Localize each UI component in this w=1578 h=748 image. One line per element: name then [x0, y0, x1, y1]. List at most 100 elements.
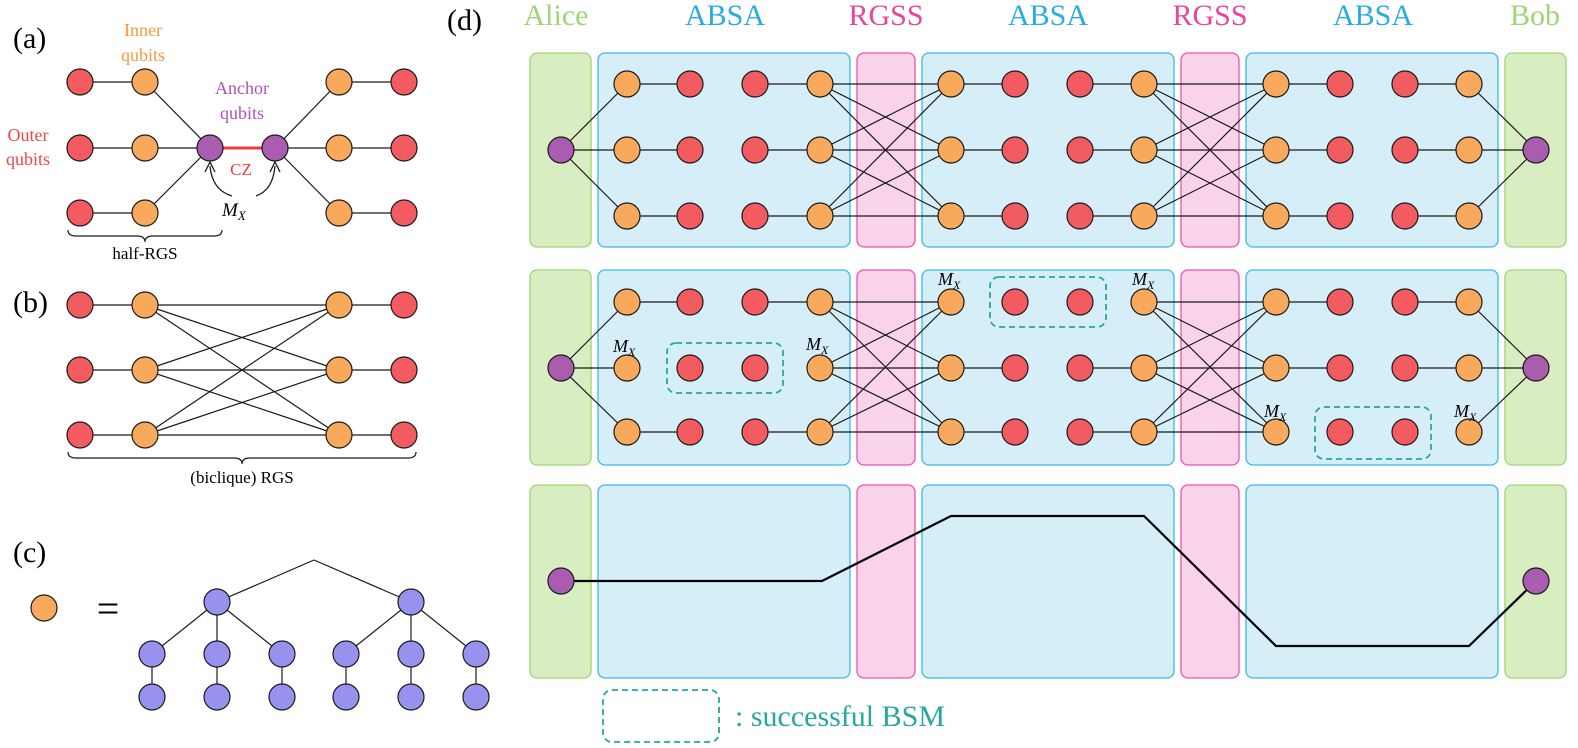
tree-edge-mid-0-2	[216, 601, 283, 655]
outer-qubits-label-line1: Outer	[8, 125, 49, 145]
edge-d1-rgss1-1-0	[1143, 301, 1277, 369]
outer-qubit-d0-b1-0-2	[1066, 70, 1094, 98]
edge-d0-rgss1-2-1	[1143, 149, 1277, 217]
tree-node-level2-0-0	[138, 640, 166, 668]
alice-qubit-row2	[547, 567, 575, 595]
mx-label-d5-sub: X	[1278, 410, 1287, 424]
inner-qubit-d0-b1-0-3	[1130, 70, 1158, 98]
inner-qubit-b-left-2	[131, 421, 159, 449]
outer-qubit-d1-b2-0-2	[1391, 288, 1419, 316]
outer-qubit-d1-b0-0-1	[676, 288, 704, 316]
tree-node-level2-0-2	[268, 640, 296, 668]
equals-sign: =	[97, 586, 120, 631]
edge-d1-rgss0-2-1	[819, 367, 952, 433]
half-rgs-brace	[67, 229, 223, 243]
region-rgss-row2-col2	[856, 484, 916, 679]
outer-qubit-d0-b2-1-1	[1326, 136, 1354, 164]
inner-qubit-b-right-1	[325, 356, 353, 384]
tree-node-level3-0-2	[268, 683, 296, 711]
inner-qubit-a-right-2	[325, 199, 353, 227]
outer-qubit-d1-b0-2-2	[741, 418, 769, 446]
tree-node-level2-0-1	[203, 640, 231, 668]
outer-qubit-d1-b2-2-1	[1326, 418, 1354, 446]
inner-qubit-equivalence	[30, 594, 58, 622]
mx-label-a-sub: X	[237, 208, 247, 223]
anchor-qubit-a-left	[196, 134, 224, 162]
edge-d1-rgss1-2-1	[1143, 367, 1277, 433]
inner-qubit-d1-b1-2-3	[1130, 418, 1158, 446]
inner-qubit-d0-b0-1-3	[806, 136, 834, 164]
mx-label-d6-main: M	[1453, 401, 1470, 421]
inner-qubit-d1-b1-0-0	[937, 288, 965, 316]
inner-qubit-a-right-1	[325, 134, 353, 162]
tree-node-level3-1-0	[332, 683, 360, 711]
outer-qubit-d0-b2-0-2	[1391, 70, 1419, 98]
inner-qubit-d1-b1-1-3	[1130, 354, 1158, 382]
inner-qubit-d1-b0-0-3	[806, 288, 834, 316]
tree-node-level1-1	[397, 588, 425, 616]
edge-d1-rgss1-2-0	[1143, 301, 1277, 433]
tree-edge-mid-1-0	[345, 601, 412, 655]
outer-qubit-b-left-2	[66, 421, 94, 449]
inner-qubit-d0-b1-1-3	[1130, 136, 1158, 164]
alice-qubit-row0	[547, 136, 575, 164]
biclique-rgs-label: (biclique) RGS	[190, 468, 293, 487]
text-layer: (a) (b) (c) (d) Inner qubits Anchor qubi…	[6, 0, 1560, 733]
edge-d1-alice-0	[560, 301, 628, 369]
inner-qubit-d1-b0-2-0	[613, 418, 641, 446]
edge-d0-alice-0	[560, 83, 628, 151]
tree-edge-root-left	[216, 559, 315, 603]
outer-qubit-d1-b1-0-2	[1066, 288, 1094, 316]
outer-qubit-d0-b1-0-1	[1001, 70, 1029, 98]
inner-qubit-d0-b2-2-3	[1455, 202, 1483, 230]
mx-label-d1: MX	[612, 336, 636, 359]
legend-bsm-box	[602, 689, 720, 743]
anchor-qubits-label-line2: qubits	[220, 103, 264, 123]
legend-text: : successful BSM	[735, 700, 945, 733]
inner-qubit-d1-b2-1-3	[1455, 354, 1483, 382]
header-absa-2: ABSA	[1008, 0, 1088, 32]
inner-qubit-d0-b0-0-3	[806, 70, 834, 98]
inner-qubit-d0-b0-2-0	[613, 202, 641, 230]
edge-d1-bob-2	[1468, 367, 1537, 433]
outer-qubit-d1-b2-1-2	[1391, 354, 1419, 382]
mx-label-d5-main: M	[1263, 401, 1280, 421]
edge-d0-rgss0-1-0	[819, 83, 952, 151]
inner-qubit-d1-b0-2-3	[806, 418, 834, 446]
cz-label: CZ	[230, 160, 252, 179]
outer-qubit-b-left-1	[66, 356, 94, 384]
region-absa-row2-col3	[921, 484, 1175, 679]
tree-node-level3-1-1	[397, 683, 425, 711]
outer-qubit-d1-b1-1-1	[1001, 354, 1029, 382]
edge-d0-rgss0-2-0	[819, 83, 952, 217]
outer-qubit-d1-b0-2-1	[676, 418, 704, 446]
inner-qubit-d1-b2-2-0	[1262, 418, 1290, 446]
mx-label-d5: MX	[1263, 401, 1287, 424]
mx-label-d4-sub: X	[1146, 278, 1155, 292]
mx-label-a: MX	[221, 200, 247, 223]
tree-node-level3-1-2	[462, 683, 490, 711]
edge-d1-rgss0-1-0	[819, 301, 952, 369]
outer-qubit-d1-b0-1-2	[741, 354, 769, 382]
inner-qubit-d1-b2-1-0	[1262, 354, 1290, 382]
panel-label-a: (a)	[13, 22, 46, 55]
mx-label-d1-main: M	[612, 336, 629, 356]
outer-qubit-d0-b1-1-2	[1066, 136, 1094, 164]
inner-qubit-d0-b2-1-0	[1262, 136, 1290, 164]
inner-qubit-a-right-0	[325, 68, 353, 96]
outer-qubit-d0-b2-2-1	[1326, 202, 1354, 230]
outer-qubit-b-right-1	[390, 356, 418, 384]
mx-arrowhead-right	[269, 160, 281, 173]
inner-qubit-d0-b2-0-0	[1262, 70, 1290, 98]
outer-qubit-d1-b1-1-2	[1066, 354, 1094, 382]
mx-label-d4: MX	[1131, 269, 1155, 292]
outer-qubit-d0-b0-2-1	[676, 202, 704, 230]
inner-qubit-a-left-1	[131, 134, 159, 162]
inner-qubit-d1-b0-1-3	[806, 354, 834, 382]
inner-qubits-label-line2: qubits	[121, 45, 165, 65]
alice-qubit-row1	[547, 354, 575, 382]
outer-qubit-a-right-1	[390, 134, 418, 162]
outer-qubit-d1-b0-0-2	[741, 288, 769, 316]
anchor-qubit-a-right	[261, 134, 289, 162]
